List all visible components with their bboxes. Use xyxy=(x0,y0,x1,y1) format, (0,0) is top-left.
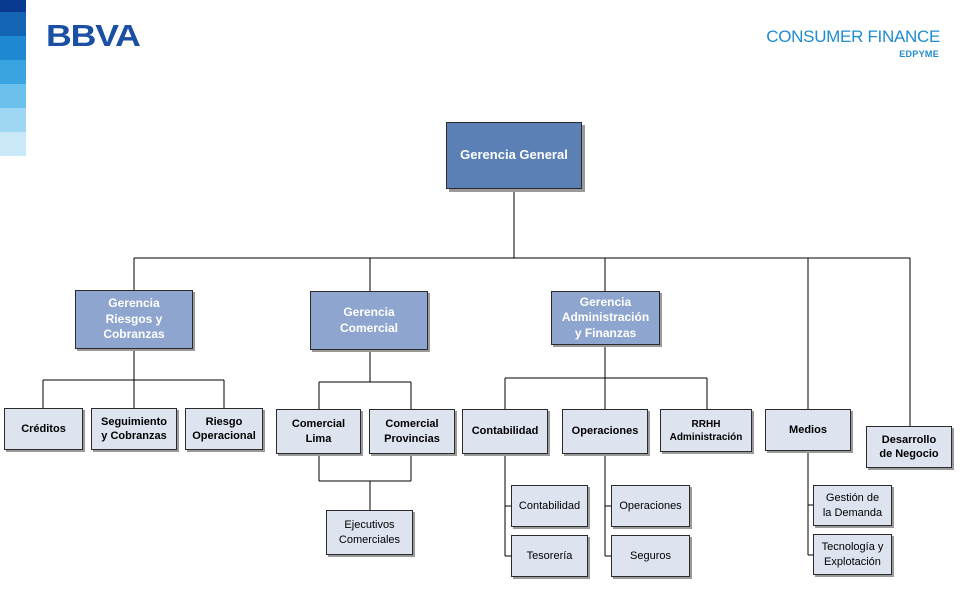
box-tesoreria: Tesorería xyxy=(511,535,588,577)
stripe-segment xyxy=(0,84,26,108)
box-rrhh-administracion: RRHH Administración xyxy=(660,409,752,452)
box-sub-contabilidad: Contabilidad xyxy=(511,485,588,527)
box-gestion-demanda: Gestión de la Demanda xyxy=(813,485,892,526)
stripe-segment xyxy=(0,108,26,132)
brand-subtitle: EDPYME xyxy=(899,49,939,59)
box-desarrollo-negocio: Desarrollo de Negocio xyxy=(866,426,952,468)
stripe-segment xyxy=(0,60,26,84)
box-ejecutivos-comerciales: Ejecutivos Comerciales xyxy=(326,510,413,555)
box-contabilidad: Contabilidad xyxy=(462,409,548,454)
box-operaciones: Operaciones xyxy=(562,409,648,454)
box-sub-operaciones: Operaciones xyxy=(611,485,690,527)
box-comercial-lima: Comercial Lima xyxy=(276,409,361,454)
box-comercial-provincias: Comercial Provincias xyxy=(369,409,455,454)
box-seguros: Seguros xyxy=(611,535,690,577)
stripe-segment xyxy=(0,36,26,60)
box-tecnologia-explotacion: Tecnología y Explotación xyxy=(813,534,892,575)
stripe-segment xyxy=(0,0,26,12)
bbva-logo: BBVA xyxy=(46,18,141,53)
box-gerencia-riesgos: Gerencia Riesgos y Cobranzas xyxy=(75,290,193,349)
box-gerencia-general: Gerencia General xyxy=(446,122,582,189)
box-riesgo-operacional: Riesgo Operacional xyxy=(185,408,263,450)
box-creditos: Créditos xyxy=(4,408,83,450)
box-seguimiento-cobranzas: Seguimiento y Cobranzas xyxy=(91,408,177,450)
brand-title: CONSUMER FINANCE xyxy=(766,27,940,46)
box-gerencia-comercial: Gerencia Comercial xyxy=(310,291,428,350)
stripe-segment xyxy=(0,12,26,36)
stripe-segment xyxy=(0,132,26,156)
box-medios: Medios xyxy=(765,409,851,451)
box-gerencia-administracion: Gerencia Administración y Finanzas xyxy=(551,291,660,345)
